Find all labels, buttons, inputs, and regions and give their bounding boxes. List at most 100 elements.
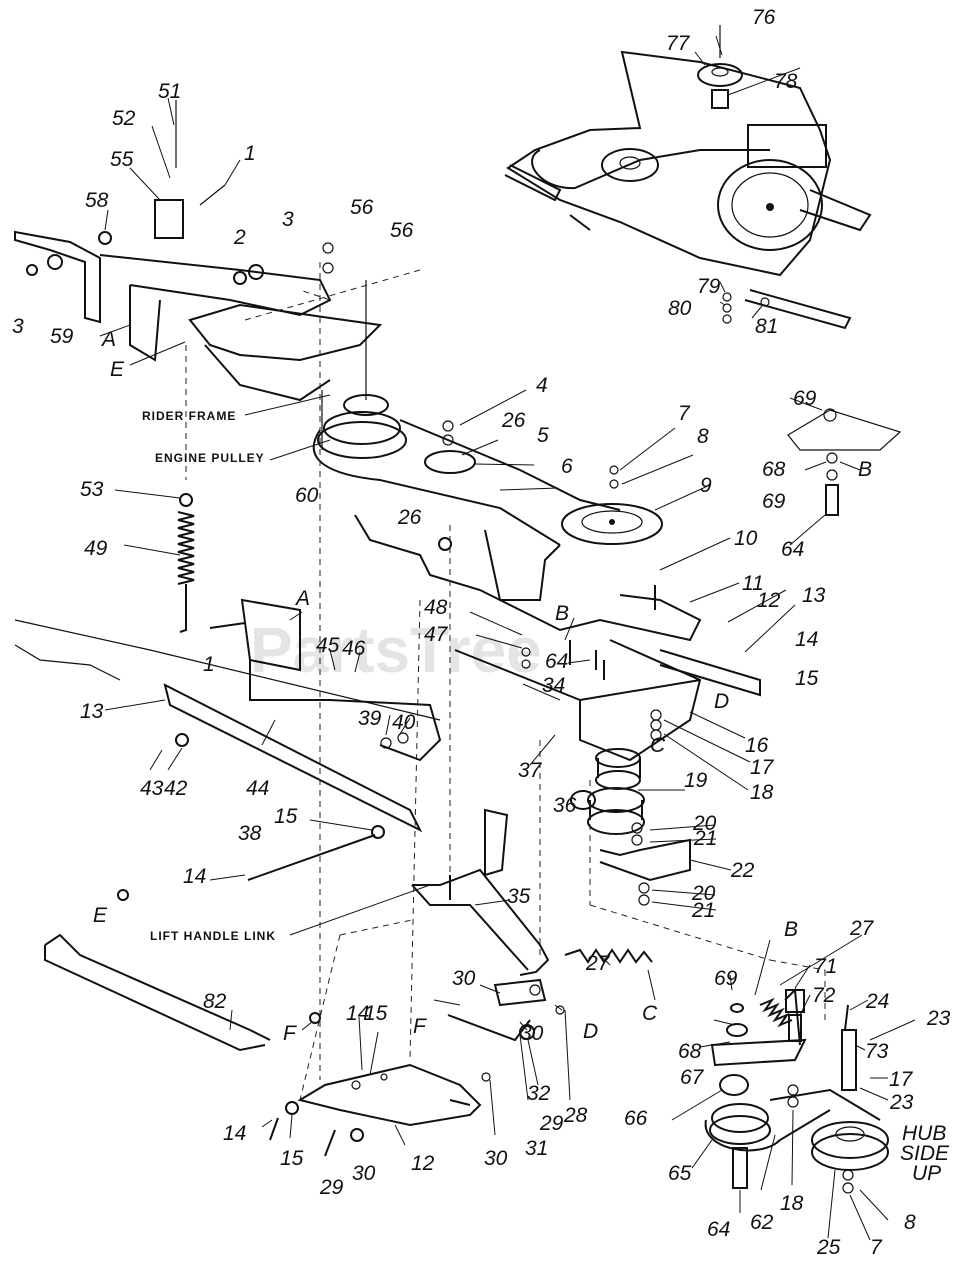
callout-19: 19 xyxy=(684,769,708,792)
callout-A-top: A xyxy=(100,328,116,351)
callout-56-top: 56 xyxy=(350,196,374,219)
callout-81: 81 xyxy=(755,315,778,338)
callout-52: 52 xyxy=(112,107,136,130)
callout-51: 51 xyxy=(158,80,181,103)
callout-31: 31 xyxy=(525,1137,548,1160)
callout-53: 53 xyxy=(80,478,104,501)
callout-82: 82 xyxy=(203,990,227,1013)
callout-6: 6 xyxy=(561,455,573,478)
callout-20: 20 xyxy=(691,882,716,905)
callout-E-left: E xyxy=(93,904,108,927)
callout-37: 37 xyxy=(518,759,543,782)
callout-2: 2 xyxy=(233,226,246,249)
callout-44: 44 xyxy=(246,777,269,800)
callout-23: 23 xyxy=(889,1091,914,1114)
callout-5: 5 xyxy=(537,424,549,447)
callout-20-top: 20 xyxy=(692,812,717,835)
callout-D-low: D xyxy=(583,1020,598,1043)
rider-frame-assembly xyxy=(14,100,383,402)
callout-42: 42 xyxy=(164,777,188,800)
callout-69-mid: 69 xyxy=(762,490,786,513)
caption-engine-pulley: ENGINE PULLEY xyxy=(155,451,265,465)
callout-38: 38 xyxy=(238,822,262,845)
callout-14-bot: 14 xyxy=(223,1122,246,1145)
lower-right-pulley-assembly xyxy=(704,408,902,1194)
callout-30-top: 30 xyxy=(452,967,476,990)
callout-64: 64 xyxy=(707,1218,730,1241)
caption-hub-line-1: HUB xyxy=(902,1122,946,1145)
callout-16: 16 xyxy=(745,734,769,757)
callout-1-top: 1 xyxy=(244,142,256,165)
spring-49 xyxy=(177,493,195,633)
callout-47: 47 xyxy=(424,623,449,646)
callout-3-left: 3 xyxy=(12,315,24,338)
engine-pulley-belt xyxy=(312,280,663,546)
callout-22: 22 xyxy=(730,859,755,882)
callout-67: 67 xyxy=(680,1066,705,1089)
callout-77: 77 xyxy=(666,32,691,55)
callout-12-top: 12 xyxy=(757,589,781,612)
callout-14-low: 14 xyxy=(346,1002,369,1025)
callout-B-mid: B xyxy=(555,602,569,625)
callout-27-right: 27 xyxy=(849,917,875,940)
callout-18: 18 xyxy=(780,1192,804,1215)
callout-79: 79 xyxy=(697,275,721,298)
mid-bracket-assembly xyxy=(163,514,761,833)
callout-65: 65 xyxy=(668,1162,692,1185)
callout-E-top: E xyxy=(110,358,125,381)
deck-inset-assembly xyxy=(504,25,872,330)
callout-15-bot: 15 xyxy=(280,1147,304,1170)
callout-F-mid: F xyxy=(413,1015,427,1038)
callout-8: 8 xyxy=(904,1211,916,1234)
callout-29: 29 xyxy=(319,1176,344,1199)
callout-21: 21 xyxy=(691,899,715,922)
rods-assembly xyxy=(44,733,385,1052)
callout-78: 78 xyxy=(774,70,798,93)
callout-D-top: D xyxy=(714,690,729,713)
callout-73: 73 xyxy=(865,1040,889,1063)
callout-9: 9 xyxy=(700,474,712,497)
callout-13-top: 13 xyxy=(802,584,826,607)
callout-55: 55 xyxy=(110,148,134,171)
callout-40: 40 xyxy=(392,711,416,734)
callout-68-top: 68 xyxy=(762,458,786,481)
callout-58: 58 xyxy=(85,189,109,212)
callout-18-mid: 18 xyxy=(750,781,774,804)
callout-B-low: B xyxy=(784,918,798,941)
spring-27 xyxy=(564,948,653,964)
callout-15-right: 15 xyxy=(795,667,819,690)
callout-C-top: C xyxy=(650,734,666,757)
callout-12: 12 xyxy=(411,1152,435,1175)
callout-10: 10 xyxy=(734,527,758,550)
callout-24: 24 xyxy=(865,990,889,1013)
callout-49: 49 xyxy=(84,537,108,560)
callout-69: 69 xyxy=(714,967,738,990)
callout-14-right: 14 xyxy=(795,628,818,651)
callout-64-mid: 64 xyxy=(545,650,568,673)
callout-71: 71 xyxy=(814,955,837,978)
caption-hub-line-3: UP xyxy=(912,1162,941,1185)
lift-handle-link xyxy=(411,808,565,1042)
callout-C-low: C xyxy=(642,1002,658,1025)
callout-15-mid: 15 xyxy=(274,805,298,828)
callout-7: 7 xyxy=(870,1236,883,1259)
frame-rail-left xyxy=(14,619,441,721)
idler-pulley-stack xyxy=(570,748,691,906)
callout-46: 46 xyxy=(342,637,366,660)
callout-64-top: 64 xyxy=(781,538,804,561)
callout-34: 34 xyxy=(542,674,565,697)
caption-lift-handle-link: LIFT HANDLE LINK xyxy=(150,929,276,943)
lower-plate-12 xyxy=(269,1063,491,1157)
callout-30-mid: 30 xyxy=(520,1022,544,1045)
callout-26-top: 26 xyxy=(501,409,526,432)
callout-25: 25 xyxy=(816,1236,841,1259)
callout-68: 68 xyxy=(678,1040,702,1063)
callout-B-right: B xyxy=(858,458,872,481)
callout-62: 62 xyxy=(750,1211,774,1234)
callout-48: 48 xyxy=(424,596,448,619)
callout-4: 4 xyxy=(536,374,548,397)
caption-rider-frame: RIDER FRAME xyxy=(142,409,236,423)
callout-30: 30 xyxy=(352,1162,376,1185)
